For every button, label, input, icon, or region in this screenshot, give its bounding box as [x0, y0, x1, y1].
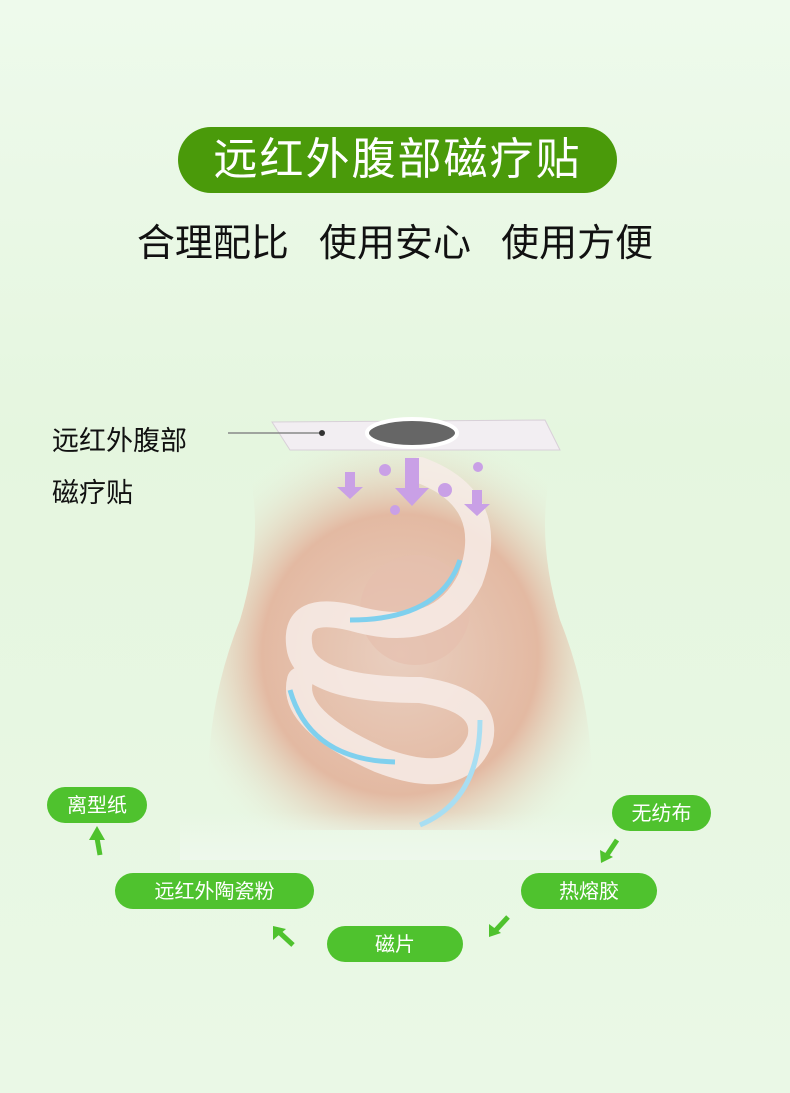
callout-line2: 磁疗贴 [52, 478, 133, 509]
intestine [285, 457, 495, 785]
penetration-arrows [337, 458, 490, 516]
layer-hot-melt: 热熔胶 [521, 873, 657, 909]
layer-ceramic-powder: 远红外陶瓷粉 [115, 873, 314, 909]
layer-nonwoven: 无纺布 [612, 795, 711, 831]
flow-arrows [89, 826, 620, 947]
page-title: 远红外腹部磁疗贴 [178, 127, 617, 193]
subtitle: 合理配比 使用安心 使用方便 [136, 221, 654, 265]
layer-magnet: 磁片 [327, 926, 463, 962]
layer-release-paper: 离型纸 [47, 787, 147, 823]
patch-callout: 远红外腹部 磁疗贴 [52, 416, 187, 520]
callout-line1: 远红外腹部 [52, 426, 187, 457]
